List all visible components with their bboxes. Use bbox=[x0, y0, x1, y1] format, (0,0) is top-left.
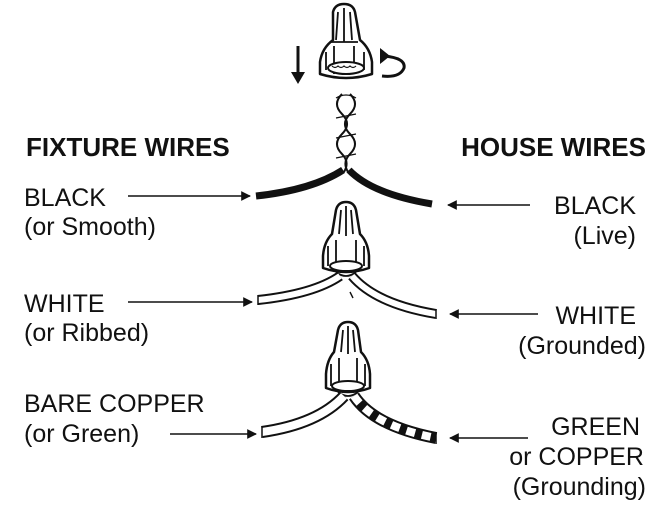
house-black-wire bbox=[346, 167, 433, 208]
fixture-white-label: WHITE bbox=[24, 290, 105, 318]
arrow-pointer-icon bbox=[128, 191, 538, 443]
fixture-black-label: BLACK bbox=[24, 184, 106, 212]
house-wires-heading: HOUSE WIRES bbox=[461, 132, 646, 162]
house-green-label: GREEN bbox=[551, 413, 640, 441]
fixture-black-sublabel: (or Smooth) bbox=[24, 213, 156, 241]
house-green-wire bbox=[349, 392, 438, 444]
fixture-wires-heading: FIXTURE WIRES bbox=[26, 132, 230, 162]
house-white-wire bbox=[348, 272, 437, 319]
top-wire-nut-icon bbox=[318, 2, 374, 80]
fixture-copper-label: BARE COPPER bbox=[24, 390, 205, 418]
fixture-black-wire bbox=[255, 167, 345, 200]
down-arrow-icon bbox=[291, 46, 305, 84]
house-black-sublabel: (Live) bbox=[573, 222, 636, 250]
fixture-white-wire bbox=[257, 271, 343, 305]
fixture-white-sublabel: (or Ribbed) bbox=[24, 319, 149, 347]
bottom-wire-nut-icon bbox=[324, 320, 372, 397]
house-green-role: (Grounding) bbox=[513, 473, 646, 501]
twisted-wire-pair-icon bbox=[335, 93, 357, 173]
fixture-copper-sublabel: (or Green) bbox=[24, 420, 139, 448]
twist-arrow-icon bbox=[380, 48, 406, 78]
house-black-label: BLACK bbox=[554, 192, 636, 220]
fixture-copper-wire bbox=[261, 391, 349, 438]
middle-wire-nut-icon bbox=[321, 200, 371, 277]
house-green-sublabel: or COPPER bbox=[509, 443, 644, 471]
house-white-sublabel: (Grounded) bbox=[518, 332, 646, 360]
house-white-label: WHITE bbox=[555, 302, 636, 330]
